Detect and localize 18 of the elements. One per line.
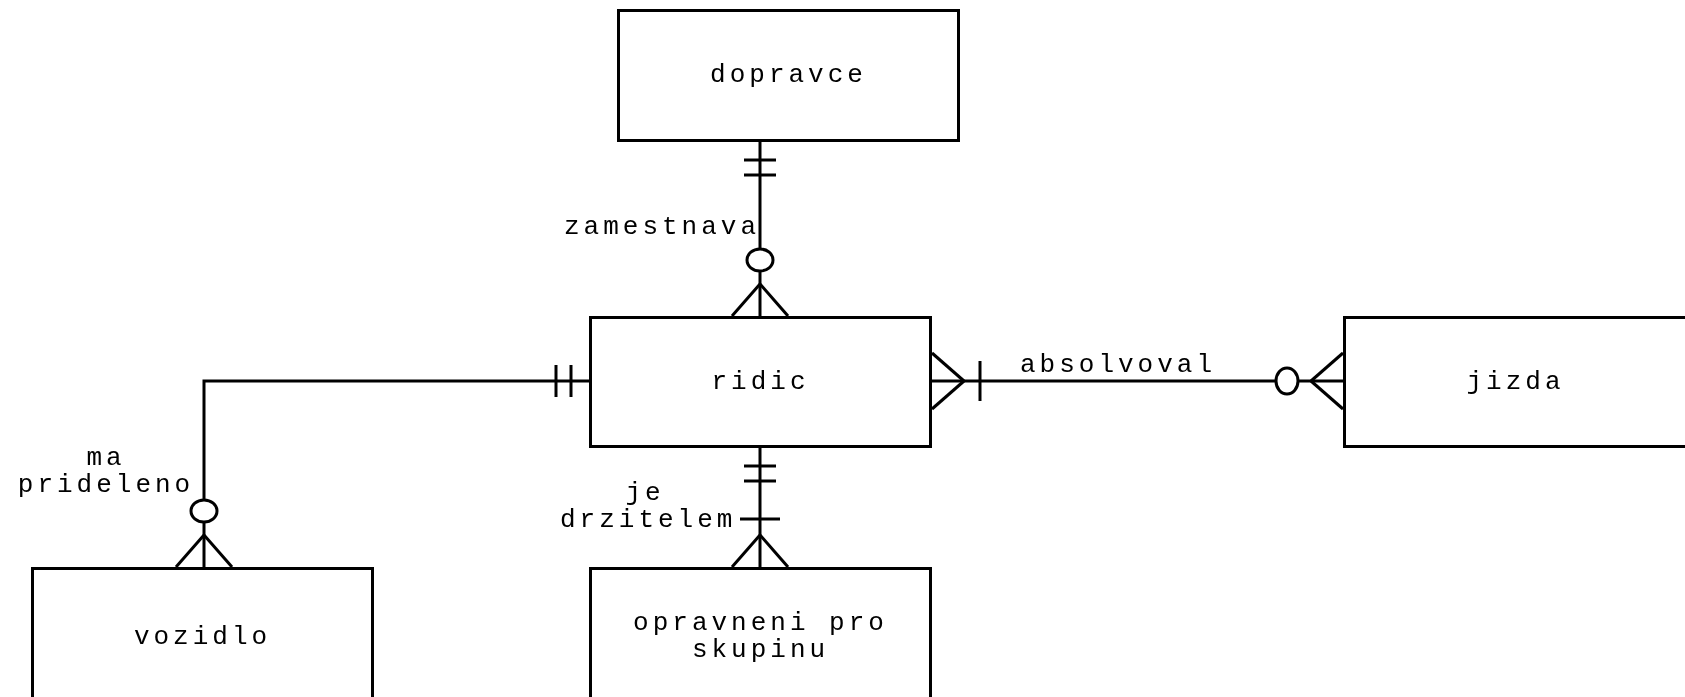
entity-name: opravneni pro skupinu xyxy=(632,610,889,664)
entity-box xyxy=(1343,316,1685,448)
entity-name: vozidlo xyxy=(133,623,272,651)
edge-label: ma prideleno xyxy=(16,445,196,499)
edge-label: absolvoval xyxy=(1020,352,1218,379)
relationship-line xyxy=(174,363,589,569)
edge-label: zamestnava xyxy=(562,214,760,241)
edge-label: je drzitelem xyxy=(560,480,730,534)
entity-name: ridic xyxy=(711,368,810,396)
relationship-line xyxy=(730,142,790,318)
entity-name: jizda xyxy=(1466,368,1565,396)
entity-box xyxy=(589,316,932,448)
entity-box xyxy=(589,567,932,697)
relationship-line xyxy=(730,448,790,569)
relationship-line xyxy=(930,351,1345,411)
entity-name: dopravce xyxy=(710,62,867,89)
entity-box xyxy=(617,9,960,142)
entity-box xyxy=(31,567,374,697)
